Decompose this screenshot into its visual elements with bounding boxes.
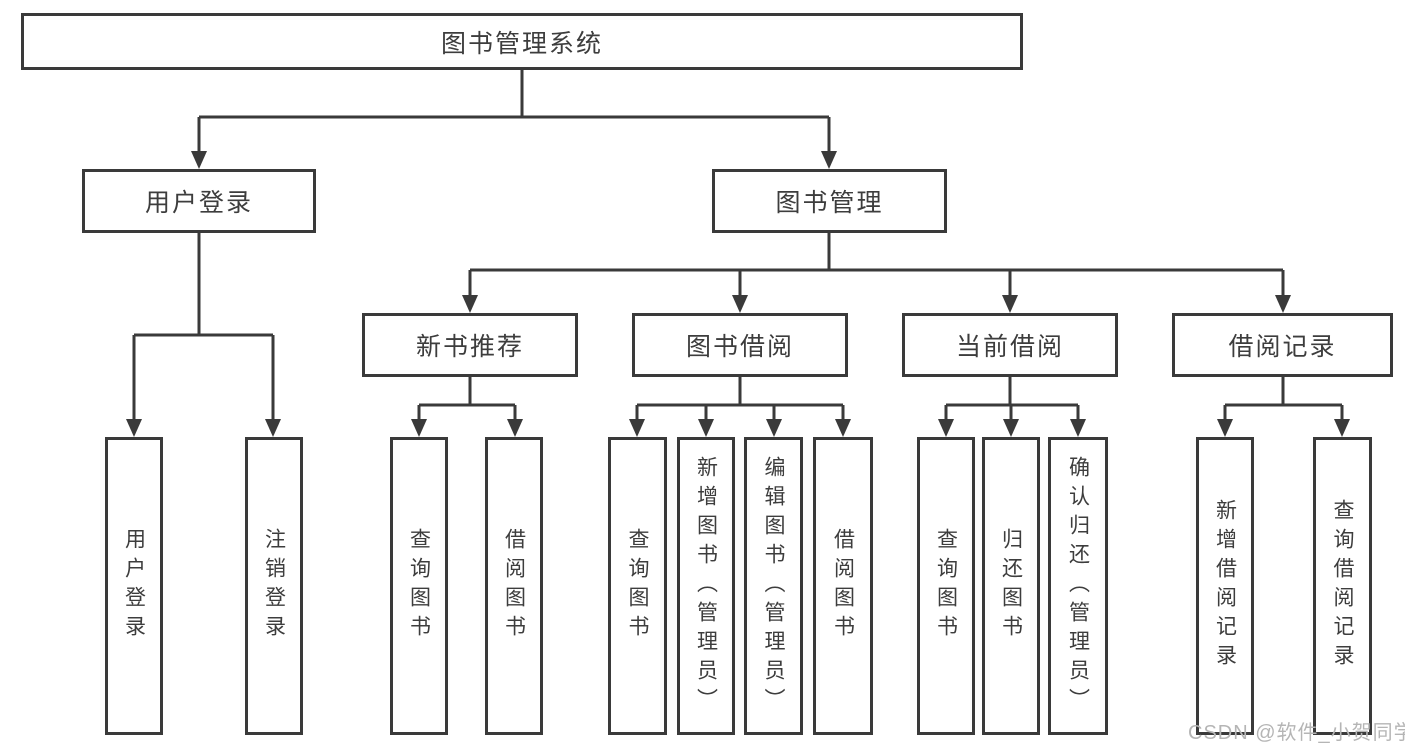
csdn-watermark: CSDN @软件_小贺同学 (1188, 722, 1405, 744)
node-leaf-add-borrow-record: 新增借阅记录 (1196, 437, 1254, 735)
node-label: 确认归还（管理员） (1066, 455, 1090, 717)
node-book-management-branch: 图书管理 (712, 169, 947, 233)
node-new-book-recommend: 新书推荐 (362, 313, 578, 377)
node-label: 编辑图书（管理员） (762, 455, 785, 717)
node-label: 查询图书 (407, 528, 431, 644)
node-leaf-query-books-current: 查询图书 (917, 437, 975, 735)
node-leaf-logout: 注销登录 (245, 437, 303, 735)
node-label: 新书推荐 (415, 333, 524, 361)
node-leaf-add-books-admin: 新增图书（管理员） (677, 437, 735, 735)
node-label: 注销登录 (262, 528, 286, 644)
node-label: 图书管理 (775, 189, 884, 217)
node-user-login-branch: 用户登录 (82, 169, 316, 233)
node-root-system: 图书管理系统 (21, 13, 1023, 70)
node-label: 用户登录 (144, 189, 253, 217)
node-label: 图书借阅 (685, 333, 794, 361)
node-label: 新增借阅记录 (1213, 499, 1237, 673)
node-label: 新增图书（管理员） (694, 455, 718, 717)
node-label: 查询图书 (934, 528, 958, 644)
node-leaf-query-books-borrow: 查询图书 (608, 437, 667, 735)
node-label: 查询借阅记录 (1331, 499, 1354, 673)
node-current-borrow: 当前借阅 (902, 313, 1118, 377)
node-leaf-borrow-books: 借阅图书 (813, 437, 873, 735)
node-label: 用户登录 (122, 528, 146, 644)
node-leaf-user-login: 用户登录 (105, 437, 163, 735)
node-label: 借阅图书 (502, 528, 526, 644)
node-label: 查询图书 (626, 528, 649, 644)
node-leaf-edit-books-admin: 编辑图书（管理员） (744, 437, 803, 735)
node-leaf-return-books: 归还图书 (982, 437, 1040, 735)
node-leaf-confirm-return-admin: 确认归还（管理员） (1048, 437, 1108, 735)
node-leaf-query-books-recommend: 查询图书 (390, 437, 448, 735)
arrowhead-icons (126, 151, 1350, 437)
node-root-label: 图书管理系统 (440, 29, 603, 58)
node-label: 归还图书 (999, 528, 1023, 644)
node-leaf-query-borrow-record: 查询借阅记录 (1313, 437, 1372, 735)
node-label: 借阅图书 (831, 528, 855, 644)
node-label: 借阅记录 (1228, 333, 1337, 361)
node-book-borrow: 图书借阅 (632, 313, 848, 377)
node-borrow-records: 借阅记录 (1172, 313, 1393, 377)
node-label: 当前借阅 (955, 333, 1064, 361)
node-leaf-borrow-books-recommend: 借阅图书 (485, 437, 543, 735)
